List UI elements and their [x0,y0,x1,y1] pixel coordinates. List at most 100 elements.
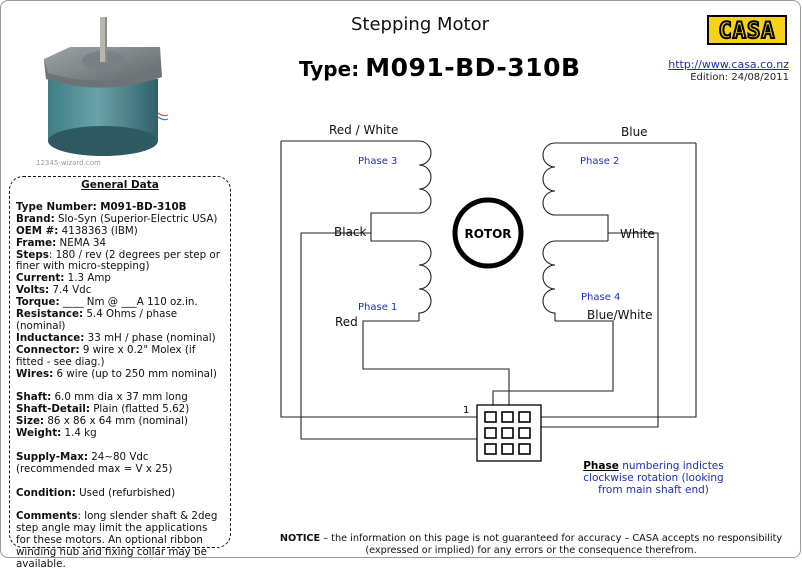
label-red-white: Red / White [329,123,398,137]
notice-text: NOTICE – the information on this page is… [269,533,793,556]
general-data-line: Inductance: 33 mH / phase (nominal) [16,331,224,345]
label-red: Red [335,315,358,329]
general-data-label: Supply-Max: [16,450,88,463]
general-data-value: Used (refurbished) [75,486,176,499]
general-data-line: Weight: 1.4 kg [16,427,224,440]
notice-body: – the information on this page is not gu… [320,533,783,556]
general-data-value: 33 mH / phase (nominal) [84,331,216,344]
general-data-line: Condition: Used (refurbished) [16,486,224,500]
label-phase1: Phase 1 [358,302,397,313]
wire-red-white [280,141,477,418]
general-data-label: Type Number: [16,200,97,213]
general-data-line: Wires: 6 wire (up to 250 mm nominal) [16,367,224,381]
general-data-label: Brand: [16,212,55,225]
label-phase2: Phase 2 [580,156,619,167]
edition-date: Edition: 24/08/2011 [690,72,789,83]
notice-bold: NOTICE [279,533,321,544]
connector-pin [518,443,531,455]
general-data-value: 1.4 kg [61,427,97,440]
general-data-value: 5.4 Ohms / phase (nominal) [16,308,178,332]
legend-bold: Phase [583,460,619,472]
motor-photo: 12345-wizard.com [34,13,169,168]
general-data-value: 6 wire (up to 250 mm nominal) [53,367,217,380]
general-data-label: Condition: [16,486,76,499]
general-data-value: NEMA 34 [56,236,107,249]
general-data-label: Resistance: [16,308,84,321]
page-title: Stepping Motor [351,14,489,35]
general-data-line: Steps: 180 / rev (2 degrees per step or … [16,248,224,274]
general-data-value: ____ Nm @ ___A 110 oz.in. [59,296,198,309]
connector-pin [501,427,514,439]
general-data-label: Steps [16,248,49,261]
rotor-circle [452,197,524,269]
general-data-value: Slo-Syn (Superior-Electric USA) [54,212,218,225]
label-white: White [620,227,655,241]
coil-phase3 [281,140,432,233]
coil-phase2 [542,142,696,241]
general-data-line: Size: 86 x 86 x 64 mm (nominal) [16,415,224,428]
general-data-line: Supply-Max: 24~80 Vdc (recommended max =… [16,450,224,476]
wiring-diagram: ROTOR 1 Red / White Blue Black White Red… [280,123,697,462]
connector-pin [484,411,497,423]
wires [280,140,697,440]
connector-pin1-label: 1 [463,405,469,416]
connector-pin [518,411,531,423]
general-data-label: Current: [16,272,65,285]
general-data-line: Frame: NEMA 34 [16,236,224,250]
general-data-line: Volts: 7.4 Vdc [16,284,224,297]
label-black: Black [334,225,367,239]
general-data-line: Torque: ____ Nm @ ___A 110 oz.in. [16,296,224,309]
general-data-value: 6.0 mm dia x 37 mm long [51,391,188,404]
general-data-line: Connector: 9 wire x 0.2" Molex (if fitte… [16,343,224,369]
general-data-line: Type Number: M091-BD-310B [16,200,224,214]
casa-logo: CASA [707,15,787,45]
general-data-label: Size: [16,415,45,428]
label-blue: Blue [621,125,648,139]
general-data-label: Inductance: [16,331,85,344]
general-data-line: Shaft-Detail: Plain (flatted 5.62) [16,403,224,416]
coil-phase1 [370,233,432,321]
rotor-label: ROTOR [464,227,511,241]
general-data-value: M091-BD-310B [96,200,187,213]
general-data-line: Shaft: 6.0 mm dia x 37 mm long [16,391,224,404]
wire-white [525,232,659,428]
phase-legend: Phase numbering indictes clockwise rotat… [571,460,736,496]
wire-blue-white [492,320,614,411]
general-data-label: OEM #: [16,224,59,237]
coil-phase4 [542,240,608,321]
connector-pins [484,411,531,455]
general-data-value: 4138363 (IBM) [58,224,138,237]
general-data-value: 86 x 86 x 64 mm (nominal) [44,415,188,428]
general-data-label: Torque: [16,296,60,309]
general-data-label: Weight: [16,427,62,440]
type-value: M091-BD-310B [365,53,581,82]
general-data-line: Comments: long slender shaft & 2deg step… [16,510,224,571]
label-phase3: Phase 3 [358,156,397,167]
photo-watermark: 12345-wizard.com [36,159,101,167]
connector-pin [484,443,497,455]
type-label: Type: [299,57,360,81]
general-data-value: 9 wire x 0.2" Molex (if fitted - see dia… [16,343,196,368]
website-link[interactable]: http://www.casa.co.nz [668,58,789,71]
general-data-label: Shaft: [16,391,52,404]
wire-red [362,320,510,411]
logo-text: CASA [719,19,776,44]
wire-black [300,232,477,440]
general-data-heading: General Data [81,179,159,191]
general-data-label: Frame: [16,236,57,249]
connector-pin [501,411,514,423]
general-data-label: Volts: [16,284,50,297]
general-data-value: 24~80 Vdc (recommended max = V x 25) [16,450,173,475]
general-data-label: Connector: [16,343,80,356]
connector-pin [518,427,531,439]
type-heading: Type:M091-BD-310B [299,53,581,82]
general-data-value: Plain (flatted 5.62) [89,403,190,416]
general-data-label: Wires: [16,367,54,380]
general-data-line: Resistance: 5.4 Ohms / phase (nominal) [16,308,224,333]
general-data-line: Current: 1.3 Amp [16,272,224,285]
label-blue-white: Blue/White [587,308,653,322]
legend-text: numbering indictes clockwise rotation (l… [583,460,724,496]
